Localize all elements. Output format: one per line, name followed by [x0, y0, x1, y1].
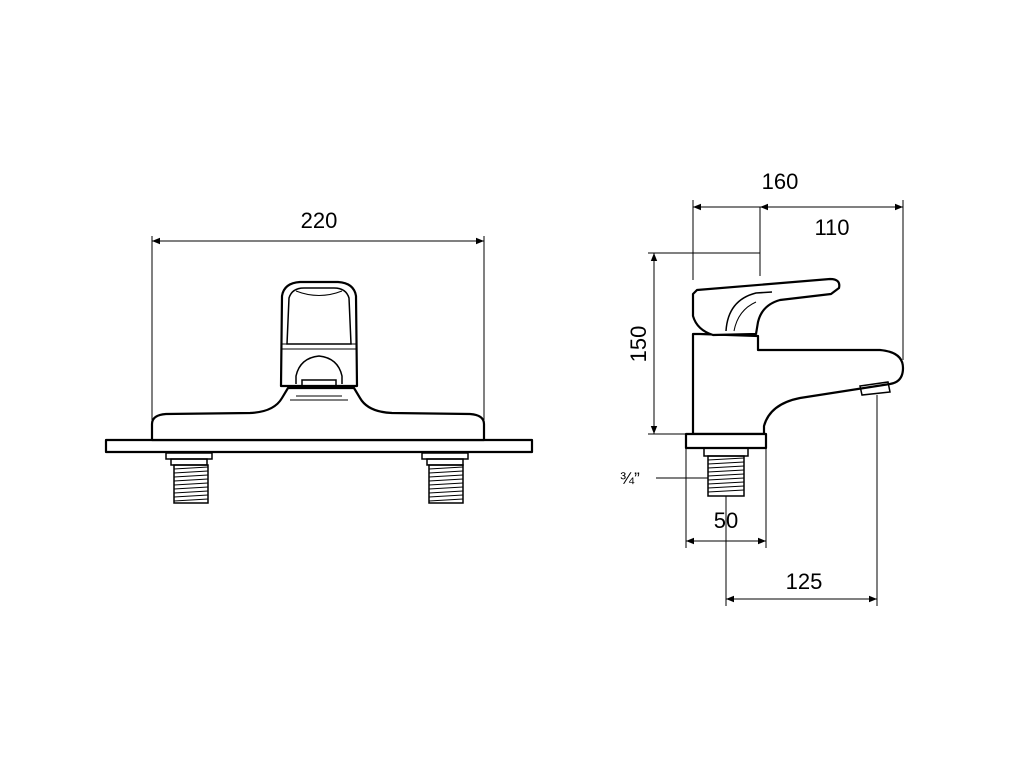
width-dimension: 220 — [151, 208, 485, 420]
spout-aerator — [859, 381, 891, 396]
front-view: 220 — [104, 208, 534, 504]
faucet-body-front — [150, 386, 486, 442]
right-connector — [421, 452, 469, 504]
height-dimension: 150 — [626, 252, 760, 435]
base-nut — [703, 447, 749, 457]
thread-size-label: ¾” — [620, 469, 640, 488]
height-label: 150 — [626, 326, 651, 363]
base-flange — [684, 432, 768, 450]
overall-depth-dimension: 160 — [692, 169, 904, 360]
handle-depth-dimension: 110 — [759, 203, 903, 276]
thread-size-callout: ¾” — [620, 469, 708, 488]
overall-depth-label: 160 — [762, 169, 799, 194]
side-view: 160 110 150 — [620, 169, 905, 606]
spout-reach-label: 125 — [786, 569, 823, 594]
handle-front — [279, 280, 359, 401]
spout-reach-dimension: 125 — [725, 395, 878, 606]
handle-depth-label: 110 — [814, 215, 849, 240]
handle-lever-side — [691, 277, 841, 337]
faucet-body-side — [691, 332, 905, 436]
deck-plate — [104, 438, 534, 454]
left-connector — [165, 452, 213, 504]
width-label: 220 — [301, 208, 338, 233]
side-connector — [707, 455, 745, 497]
